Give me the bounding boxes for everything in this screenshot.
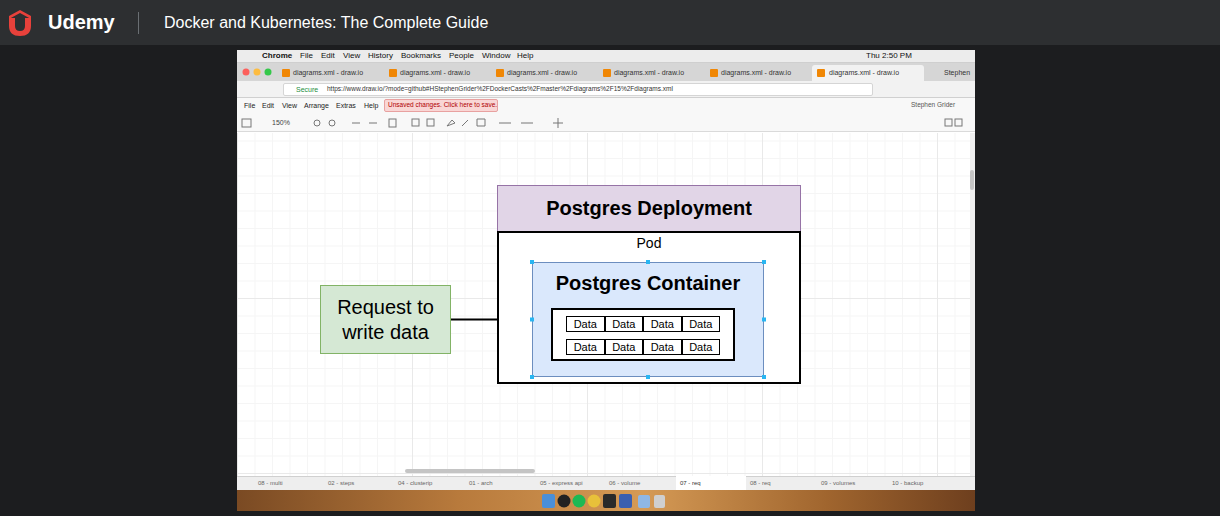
page-tab: 01 - arch [469, 480, 493, 486]
page-tab: 08 - multi [258, 480, 283, 486]
selection-handle [762, 318, 766, 322]
data-cell: Data [566, 316, 605, 332]
os-menu-item: Help [517, 52, 533, 60]
udemy-logo [6, 8, 46, 38]
browser-tab: diagrams.xml - draw.io [293, 69, 363, 76]
os-menu-item: File [300, 52, 313, 60]
brand-name: Udemy [48, 12, 115, 32]
app-menu-item: Help [364, 102, 378, 109]
data-cell: Data [605, 339, 644, 355]
page-tab: 02 - steps [328, 480, 354, 486]
scrollbar-thumb [970, 170, 974, 190]
cell-text: Data [651, 319, 674, 330]
container-box: Postgres ContainerDataDataDataDataDataDa… [532, 262, 764, 377]
zoom-level: 150% [272, 119, 290, 126]
deployment-box: Postgres DeploymentPodPostgres Container… [497, 185, 801, 384]
container-title: Postgres Container [533, 273, 763, 293]
app-menu-item: Arrange [304, 102, 329, 109]
app-menu-item: File [244, 102, 255, 109]
os-menu-item: Chrome [262, 52, 292, 60]
deployment-title: Postgres Deployment [497, 198, 801, 218]
browser-tab: diagrams.xml - draw.io [721, 69, 791, 76]
browser-tab: diagrams.xml - draw.io [614, 69, 684, 76]
selection-handle [646, 375, 650, 379]
os-menu-item: View [343, 52, 360, 60]
cell-text: Data [689, 342, 712, 353]
cell-text: Data [612, 319, 635, 330]
cell-text: Data [574, 319, 597, 330]
window-buttons [240, 66, 276, 78]
page-tab: 08 - req [750, 480, 771, 486]
profile-name: Stephen [944, 69, 970, 76]
selection-handle [530, 260, 534, 264]
app-menu-item: Edit [262, 102, 274, 109]
h-scrollbar-thumb [405, 469, 535, 473]
cell-text: Data [689, 319, 712, 330]
data-cell: Data [605, 316, 644, 332]
clock: Thu 2:50 PM [866, 52, 912, 60]
page-tab: 07 - req [680, 480, 701, 486]
cell-text: Data [651, 342, 674, 353]
data-cell: Data [566, 339, 605, 355]
request-text: Request to write data [327, 295, 444, 345]
cell-text: Data [574, 342, 597, 353]
unsaved-notice: Unsaved changes. Click here to save. [388, 102, 497, 109]
app-menu-item: View [282, 102, 297, 109]
page-tab: 09 - volumes [821, 480, 855, 486]
browser-tab: diagrams.xml - draw.io [829, 69, 899, 76]
request-box: Request to write data [320, 285, 451, 354]
data-cell: Data [643, 339, 682, 355]
toolbar-icons [237, 114, 975, 132]
selection-handle [762, 260, 766, 264]
header-divider [138, 12, 139, 34]
selection-handle [762, 375, 766, 379]
url-text: https://www.draw.io/?mode=github#HStephe… [327, 86, 673, 93]
course-title: Docker and Kubernetes: The Complete Guid… [164, 15, 488, 31]
os-menu-item: Window [482, 52, 510, 60]
selection-handle [646, 260, 650, 264]
browser-tab: diagrams.xml - draw.io [507, 69, 577, 76]
pod-label: Pod [497, 236, 801, 250]
user-name: Stephen Grider [911, 102, 955, 109]
app-menu-item: Extras [336, 102, 356, 109]
os-menu-item: People [449, 52, 474, 60]
page-tab: 06 - volume [609, 480, 640, 486]
selection-handle [530, 375, 534, 379]
cell-text: Data [612, 342, 635, 353]
secure-badge: Secure [296, 86, 318, 93]
data-cell: Data [682, 339, 721, 355]
page-tab: 05 - express api [540, 480, 583, 486]
data-cell: Data [643, 316, 682, 332]
page-tab: 04 - clusterip [398, 480, 432, 486]
data-cell: Data [682, 316, 721, 332]
os-menu-item: Bookmarks [401, 52, 441, 60]
os-menu-item: Edit [321, 52, 335, 60]
selection-handle [530, 318, 534, 322]
browser-tab: diagrams.xml - draw.io [400, 69, 470, 76]
drawio-toolbar [237, 114, 975, 132]
page-tab: 10 - backup [892, 480, 923, 486]
os-menu-item: History [368, 52, 393, 60]
dock-icons [540, 492, 670, 510]
